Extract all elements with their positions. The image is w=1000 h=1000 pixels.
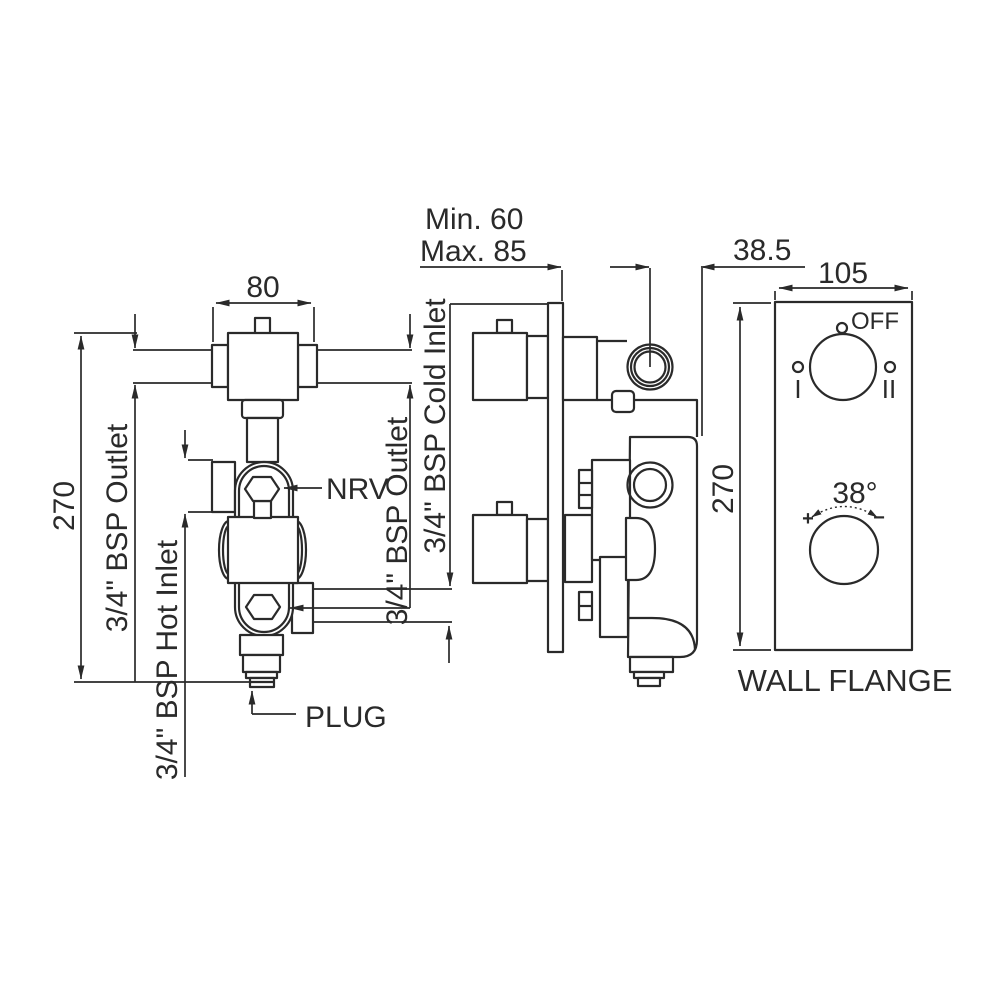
side-top-body-right <box>561 335 599 402</box>
nrv-stem <box>252 499 273 520</box>
label-cold-inlet: 3/4" BSP Cold Inlet <box>419 298 452 554</box>
dim-105-text: 105 <box>818 257 868 290</box>
cartridge-lower <box>598 555 630 639</box>
nrv-hex-bottom <box>244 593 282 621</box>
top-spindle <box>253 316 272 336</box>
cartridge-nut-top <box>577 468 594 510</box>
main-body-side <box>626 435 699 659</box>
wall-flange-view: 105 270 OFF I II 38° + − WALL FLANGE <box>707 257 952 698</box>
side-top-connector <box>525 334 550 400</box>
off-position-hole <box>835 321 849 335</box>
bottom-neck <box>238 633 285 657</box>
side-top-body <box>471 331 529 402</box>
label-hot-inlet: 3/4" BSP Hot Inlet <box>151 539 184 780</box>
lower-knob-outer-ring <box>626 461 674 509</box>
side-view-valve-body <box>471 301 699 688</box>
temperature-rotation-arrow <box>811 505 878 518</box>
side-top-spindle <box>495 318 514 335</box>
diverter-body <box>226 331 300 402</box>
off-label: OFF <box>851 308 899 335</box>
front-view-valve-body <box>210 316 319 689</box>
side-bottom-collar <box>628 655 675 674</box>
dim-depth-min-text: Min. 60 <box>425 203 523 236</box>
nrv-hex-top <box>243 475 281 503</box>
wall-flange-caption: WALL FLANGE <box>738 663 953 698</box>
side-bottom-body <box>471 513 529 585</box>
label-plug: PLUG <box>305 701 387 734</box>
position-2-label: II <box>882 374 896 404</box>
position-2-hole <box>883 360 897 374</box>
dim-270f-text: 270 <box>707 464 740 514</box>
front-view-dimensions: 270 80 3/4" BSP Outlet 3/4" BSP Hot Inle… <box>48 271 548 780</box>
position-1-label: I <box>794 374 801 404</box>
center-block <box>226 515 300 585</box>
neck <box>245 416 280 464</box>
top-left-port <box>210 343 230 389</box>
label-outlet-left: 3/4" BSP Outlet <box>101 423 134 632</box>
dim-270-text: 270 <box>48 481 81 531</box>
dim-depth-max-text: Max. 85 <box>420 235 527 268</box>
label-outlet-right: 3/4" BSP Outlet <box>381 416 414 625</box>
side-view-dimensions: Min. 60 Max. 85 38.5 <box>420 203 805 436</box>
top-right-port <box>296 343 319 389</box>
handle-hub-side <box>624 516 657 582</box>
dim-80-text: 80 <box>246 271 279 304</box>
outlet-boss-side <box>610 389 636 414</box>
side-bottom-connector <box>525 517 550 583</box>
lower-knob-inner-ring <box>632 467 668 503</box>
side-bottom-body-right <box>563 513 594 584</box>
plus-label: + <box>802 508 814 530</box>
bottom-collar <box>241 653 282 674</box>
temperature-dial <box>808 514 880 586</box>
side-bottom-spindle <box>495 500 514 517</box>
label-nrv: NRV <box>326 473 389 506</box>
cartridge-upper <box>590 458 632 562</box>
neck-collar <box>240 398 285 420</box>
wall-flange-plate <box>773 300 914 652</box>
temperature-label: 38° <box>832 477 877 510</box>
side-plug-body <box>636 676 662 688</box>
hot-inlet-port <box>210 460 237 514</box>
flange-plate-edge <box>546 301 565 654</box>
position-1-hole <box>791 360 805 374</box>
main-body-step <box>628 616 697 651</box>
dim-offset-text: 38.5 <box>733 234 791 267</box>
minus-label: − <box>873 507 885 529</box>
